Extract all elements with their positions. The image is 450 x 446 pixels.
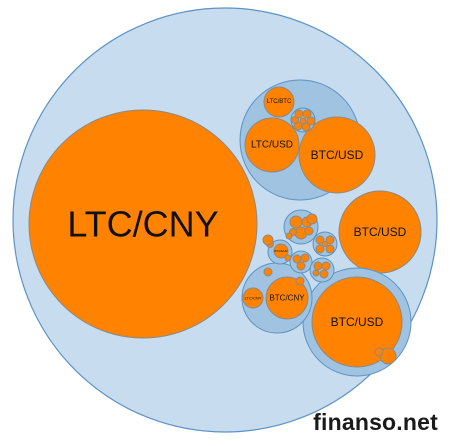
- bubble-btc-eur-mid-label: BTC/EUR: [274, 249, 288, 253]
- bubble-mid-j: [285, 232, 293, 240]
- bubble-mid-c-3: [315, 244, 325, 254]
- bubble-mid-i: [295, 276, 305, 286]
- bubble-ltc-cny-bottom: [242, 287, 264, 309]
- bubble-top-mini-2: [306, 116, 316, 126]
- bubble-btc-usd-right-label: BTC/USD: [354, 225, 407, 239]
- bubble-ltc-btc-top-label: LTC/BTC: [267, 99, 292, 105]
- bubble-top-mini-5: [291, 116, 299, 124]
- bubble-ltc-btc-top: [263, 86, 295, 118]
- bubble-btc-usd-bottom: [311, 276, 403, 368]
- bubble-mid-e-1: [300, 253, 310, 263]
- bubble-mid-c-2: [325, 244, 335, 254]
- bubble-mid-e-2: [296, 261, 306, 271]
- bubble-mid-c-0: [315, 235, 325, 245]
- bubble-mid-c-1: [325, 235, 335, 245]
- bubble-ltc-cny-main: [28, 109, 258, 339]
- bubble-ltc-usd-top: [244, 117, 300, 173]
- bubble-mid-h: [263, 267, 273, 277]
- bubble-btc-usd-top-label: BTC/USD: [311, 148, 364, 162]
- bubble-mid-a-0: [289, 215, 303, 229]
- bubble-btc-cny-bottom-label: BTC/CNY: [269, 294, 305, 303]
- bubble-top-mini-6: [299, 117, 307, 125]
- bubble-mid-c-4: [322, 241, 328, 247]
- bubble-btc-eur-mid: [273, 243, 289, 259]
- bubble-mid-f-3: [312, 269, 320, 277]
- bubble-mid-f-1: [321, 261, 331, 271]
- bubble-top-mini-1: [302, 109, 312, 119]
- bubble-ltc-cny-main-label: LTC/CNY: [67, 204, 218, 245]
- bubble-ltc-cny-bottom-label: LTC/CNY: [245, 296, 262, 301]
- bubble-btc-usd-top: [298, 116, 376, 194]
- bubble-mid-g: [262, 234, 274, 246]
- bubble-btc-cny-bottom: [265, 276, 309, 320]
- bubble-mid-a-3: [304, 226, 314, 236]
- bubble-bottom-right-tiny: [374, 347, 384, 357]
- bubble-mid-b: [306, 213, 318, 225]
- bubble-btc-usd-bottom-label: BTC/USD: [331, 315, 384, 329]
- bubble-mid-f-2: [319, 269, 329, 279]
- watermark-text: finanso.net: [313, 409, 438, 435]
- bubble-ltc-usd-top-label: LTC/USD: [251, 140, 293, 151]
- bubble-mid-f-0: [313, 261, 323, 271]
